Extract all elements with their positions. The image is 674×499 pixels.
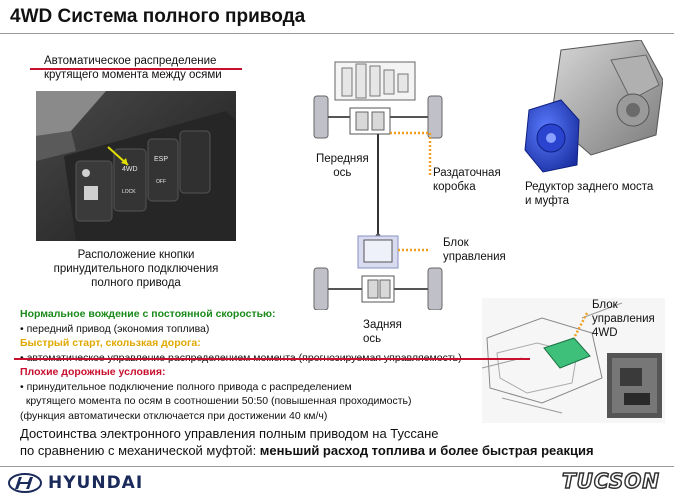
- reducer-caption-line-1: Редуктор заднего моста: [525, 181, 654, 193]
- tucson-wordmark: TUCSON: [561, 468, 660, 494]
- auto-caption-line-1: Автоматическое распределение: [44, 55, 217, 67]
- auto-caption-line-2: крутящего момента между осями: [44, 69, 222, 81]
- caption-underline: [30, 68, 242, 70]
- bad-road-line-3: (функция автоматически отключается при д…: [20, 409, 328, 422]
- reducer-caption: Редуктор заднего моста и муфта: [525, 180, 653, 208]
- title-bar: 4WD Система полного привода: [0, 0, 674, 34]
- reducer-illustration: [524, 39, 664, 173]
- front-axle-label: Передняя ось: [316, 153, 369, 179]
- button-off-label: OFF: [156, 179, 166, 185]
- hyundai-wordmark: HYUNDAI: [48, 473, 144, 493]
- control-unit-label: Блок управления: [443, 237, 506, 263]
- summary-line-2-bold: меньший расход топлива и более быстрая р…: [259, 443, 594, 458]
- reducer-caption-line-2: и муфта: [525, 195, 570, 207]
- quick-start-heading: Быстрый старт, скользкая дорога:: [20, 337, 201, 349]
- auto-distribution-caption: Автоматическое распределение крутящего м…: [44, 54, 222, 82]
- title-divider: [0, 33, 674, 34]
- bad-road-line-1: • принудительное подключение полного при…: [20, 380, 352, 393]
- page-title: 4WD Система полного привода: [10, 6, 306, 27]
- console-caption: Расположение кнопки принудительного подк…: [36, 248, 236, 290]
- normal-driving-heading: Нормальное вождение с постоянной скорост…: [20, 308, 276, 320]
- summary-line-1: Достоинства электронного управления полн…: [20, 426, 439, 441]
- button-esp-label: ESP: [154, 156, 168, 163]
- button-4wd-label: 4WD: [122, 166, 138, 173]
- quick-start-text: • автоматическое управление распределени…: [20, 351, 520, 366]
- console-caption-line-3: полного привода: [91, 277, 181, 289]
- ecu-location-photo: [481, 298, 665, 423]
- drivetrain-schematic: [313, 61, 443, 311]
- rear-reducer-photo: [521, 39, 664, 178]
- bad-road-line-2: крутящего момента по осям в соотношении …: [20, 395, 412, 407]
- summary-line-2-plain: по сравнению с механической муфтой:: [20, 443, 260, 458]
- hyundai-logo: HYUNDAI: [8, 471, 143, 495]
- footer-divider: [0, 466, 674, 467]
- summary: Достоинства электронного управления полн…: [20, 425, 594, 459]
- console-illustration: 4WD LOCK ESP OFF: [36, 91, 236, 241]
- conditions-divider: [14, 358, 530, 360]
- console-caption-line-2: принудительного подключения: [53, 263, 219, 275]
- rear-axle-label: Задняя ось: [363, 319, 402, 345]
- ecu-caption: Блок управления 4WD: [592, 299, 655, 339]
- transfer-case-label: Раздаточная коробка: [433, 167, 501, 193]
- button-lock-label: LOCK: [122, 189, 136, 195]
- hyundai-emblem-icon: [8, 473, 42, 493]
- normal-driving-text: • передний привод (экономия топлива): [20, 322, 210, 335]
- ecu-illustration: [481, 298, 665, 423]
- driving-conditions: Нормальное вождение с постоянной скорост…: [20, 307, 520, 423]
- footer: HYUNDAI TUCSON: [0, 467, 674, 499]
- console-caption-line-1: Расположение кнопки: [77, 249, 195, 261]
- drivetrain-diagram: [300, 40, 470, 311]
- summary-line-2: по сравнению с механической муфтой: мень…: [20, 442, 594, 459]
- bad-road-heading: Плохие дорожные условия:: [20, 366, 166, 378]
- console-button-photo: 4WD LOCK ESP OFF: [36, 91, 236, 241]
- pointer-arrow-head: [121, 158, 128, 165]
